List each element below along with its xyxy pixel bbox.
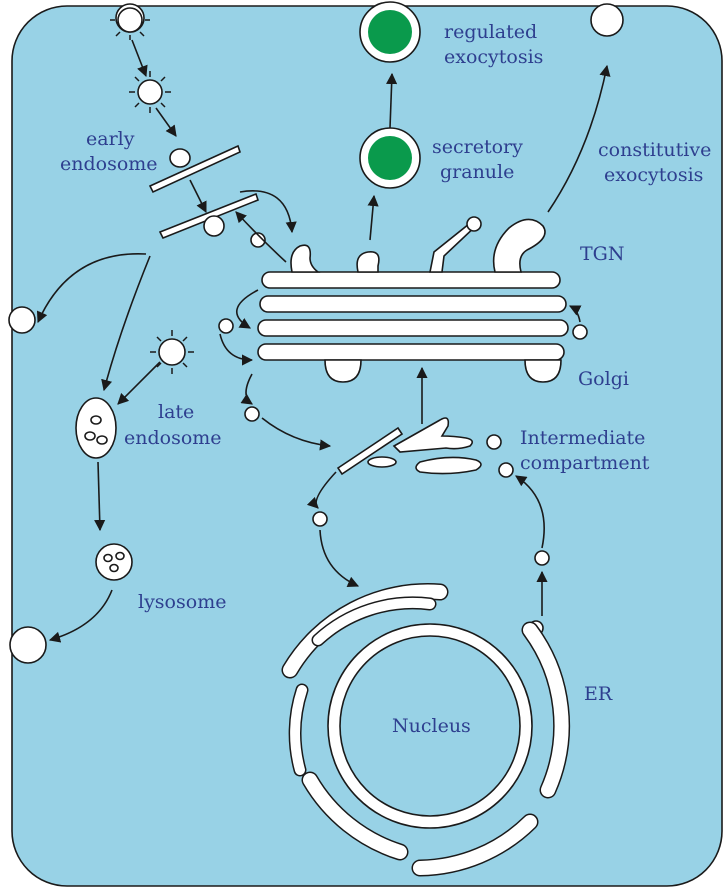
secretory-granule xyxy=(360,128,420,188)
regulated-exocytosis-granule xyxy=(360,2,420,62)
label-late-endosome-2: endosome xyxy=(124,427,222,449)
label-lysosome: lysosome xyxy=(138,591,226,613)
label-er: ER xyxy=(584,683,613,705)
label-nucleus: Nucleus xyxy=(392,715,471,737)
label-tgn: TGN xyxy=(580,243,624,265)
label-secretory-granule-1: secretory xyxy=(432,136,523,158)
label-constitutive-exocytosis-2: exocytosis xyxy=(604,164,703,186)
label-intermediate-2: compartment xyxy=(520,452,650,474)
label-constitutive-exocytosis-1: constitutive xyxy=(598,139,711,161)
label-late-endosome-1: late xyxy=(158,401,194,423)
label-early-endosome-2: endosome xyxy=(60,153,158,175)
label-early-endosome-1: early xyxy=(86,128,135,150)
label-regulated-exocytosis-1: regulated xyxy=(444,21,537,43)
label-golgi: Golgi xyxy=(578,368,629,390)
lysosome-shape xyxy=(96,544,132,580)
label-intermediate-1: Intermediate xyxy=(520,427,645,449)
late-endosome xyxy=(76,398,116,458)
label-regulated-exocytosis-2: exocytosis xyxy=(444,46,543,68)
label-secretory-granule-2: granule xyxy=(440,161,514,183)
